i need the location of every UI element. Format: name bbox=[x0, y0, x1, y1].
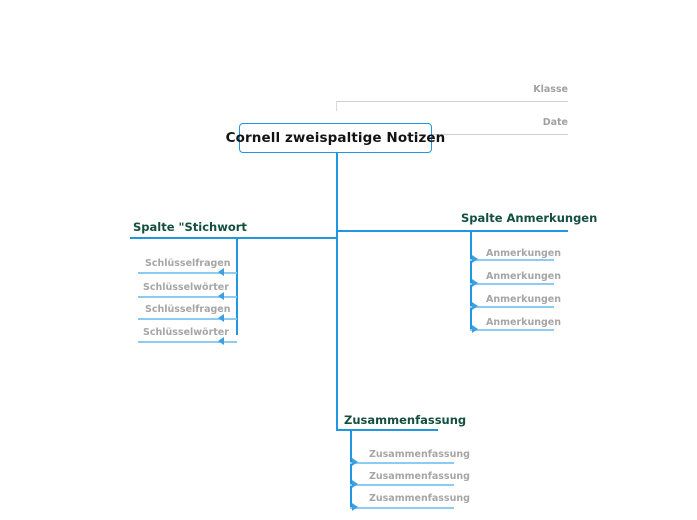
leaf-arrow-stichwort-3 bbox=[218, 337, 224, 345]
leaf-arrow-anmerkungen-0 bbox=[472, 255, 478, 263]
leaf-label-anmerkungen-0[interactable]: Anmerkungen bbox=[486, 248, 561, 259]
leaf-label-anmerkungen-1[interactable]: Anmerkungen bbox=[486, 271, 561, 282]
branch-label-zusammenfassung[interactable]: Zusammenfassung bbox=[344, 413, 467, 427]
leaf-label-stichwort-1[interactable]: Schlüsselwörter bbox=[143, 282, 229, 293]
leaf-arrow-stichwort-2 bbox=[218, 314, 224, 322]
leaf-underline-stichwort-3 bbox=[138, 341, 237, 343]
leaf-arrow-anmerkungen-1 bbox=[472, 279, 478, 287]
leaf-arrow-anmerkungen-2 bbox=[472, 302, 478, 310]
child-spine-stichwort bbox=[236, 237, 238, 335]
leaf-arrow-anmerkungen-3 bbox=[472, 325, 478, 333]
leaf-label-zusammenfassung-0[interactable]: Zusammenfassung bbox=[369, 449, 470, 460]
leaf-underline-zusammenfassung-2 bbox=[350, 507, 454, 509]
leaf-underline-anmerkungen-2 bbox=[470, 306, 554, 308]
leaf-underline-stichwort-2 bbox=[138, 318, 237, 320]
leaf-underline-zusammenfassung-0 bbox=[350, 462, 454, 464]
leaf-underline-anmerkungen-0 bbox=[470, 259, 554, 261]
leaf-label-zusammenfassung-1[interactable]: Zusammenfassung bbox=[369, 471, 470, 482]
root-node[interactable]: Cornell zweispaltige Notizen bbox=[226, 123, 445, 153]
leaf-label-zusammenfassung-2[interactable]: Zusammenfassung bbox=[369, 493, 470, 504]
meta-label-date: Date bbox=[542, 117, 568, 128]
branch-label-anmerkungen[interactable]: Spalte Anmerkungen bbox=[461, 211, 598, 225]
leaf-underline-stichwort-1 bbox=[138, 296, 237, 298]
leaf-arrow-stichwort-0 bbox=[218, 268, 224, 276]
leaf-arrow-stichwort-1 bbox=[218, 292, 224, 300]
leaf-underline-anmerkungen-1 bbox=[470, 283, 554, 285]
leaf-underline-zusammenfassung-1 bbox=[350, 484, 454, 486]
leaf-label-anmerkungen-2[interactable]: Anmerkungen bbox=[486, 294, 561, 305]
branch-label-stichwort[interactable]: Spalte "Stichwort bbox=[133, 220, 247, 234]
leaf-arrow-zusammenfassung-1 bbox=[352, 480, 358, 488]
leaf-underline-anmerkungen-3 bbox=[470, 329, 554, 331]
leaf-arrow-zusammenfassung-0 bbox=[352, 458, 358, 466]
branch-underline-stichwort bbox=[130, 237, 338, 239]
leaf-label-stichwort-3[interactable]: Schlüsselwörter bbox=[143, 327, 229, 338]
leaf-label-anmerkungen-3[interactable]: Anmerkungen bbox=[486, 317, 561, 328]
leaf-underline-stichwort-0 bbox=[138, 272, 237, 274]
main-spine bbox=[336, 153, 338, 429]
leaf-label-stichwort-0[interactable]: Schlüsselfragen bbox=[145, 258, 231, 269]
leaf-label-stichwort-2[interactable]: Schlüsselfragen bbox=[145, 304, 231, 315]
meta-label-klasse: Klasse bbox=[533, 84, 568, 95]
child-spine-zusammenfassung bbox=[350, 429, 352, 509]
child-spine-anmerkungen bbox=[470, 230, 472, 329]
meta-underline-date bbox=[424, 134, 568, 135]
branch-underline-anmerkungen bbox=[336, 230, 568, 232]
leaf-arrow-zusammenfassung-2 bbox=[352, 503, 358, 511]
meta-tick-klasse bbox=[336, 101, 337, 111]
branch-underline-zusammenfassung bbox=[336, 429, 438, 431]
root-node-label: Cornell zweispaltige Notizen bbox=[225, 130, 446, 146]
meta-underline-klasse bbox=[336, 101, 568, 102]
